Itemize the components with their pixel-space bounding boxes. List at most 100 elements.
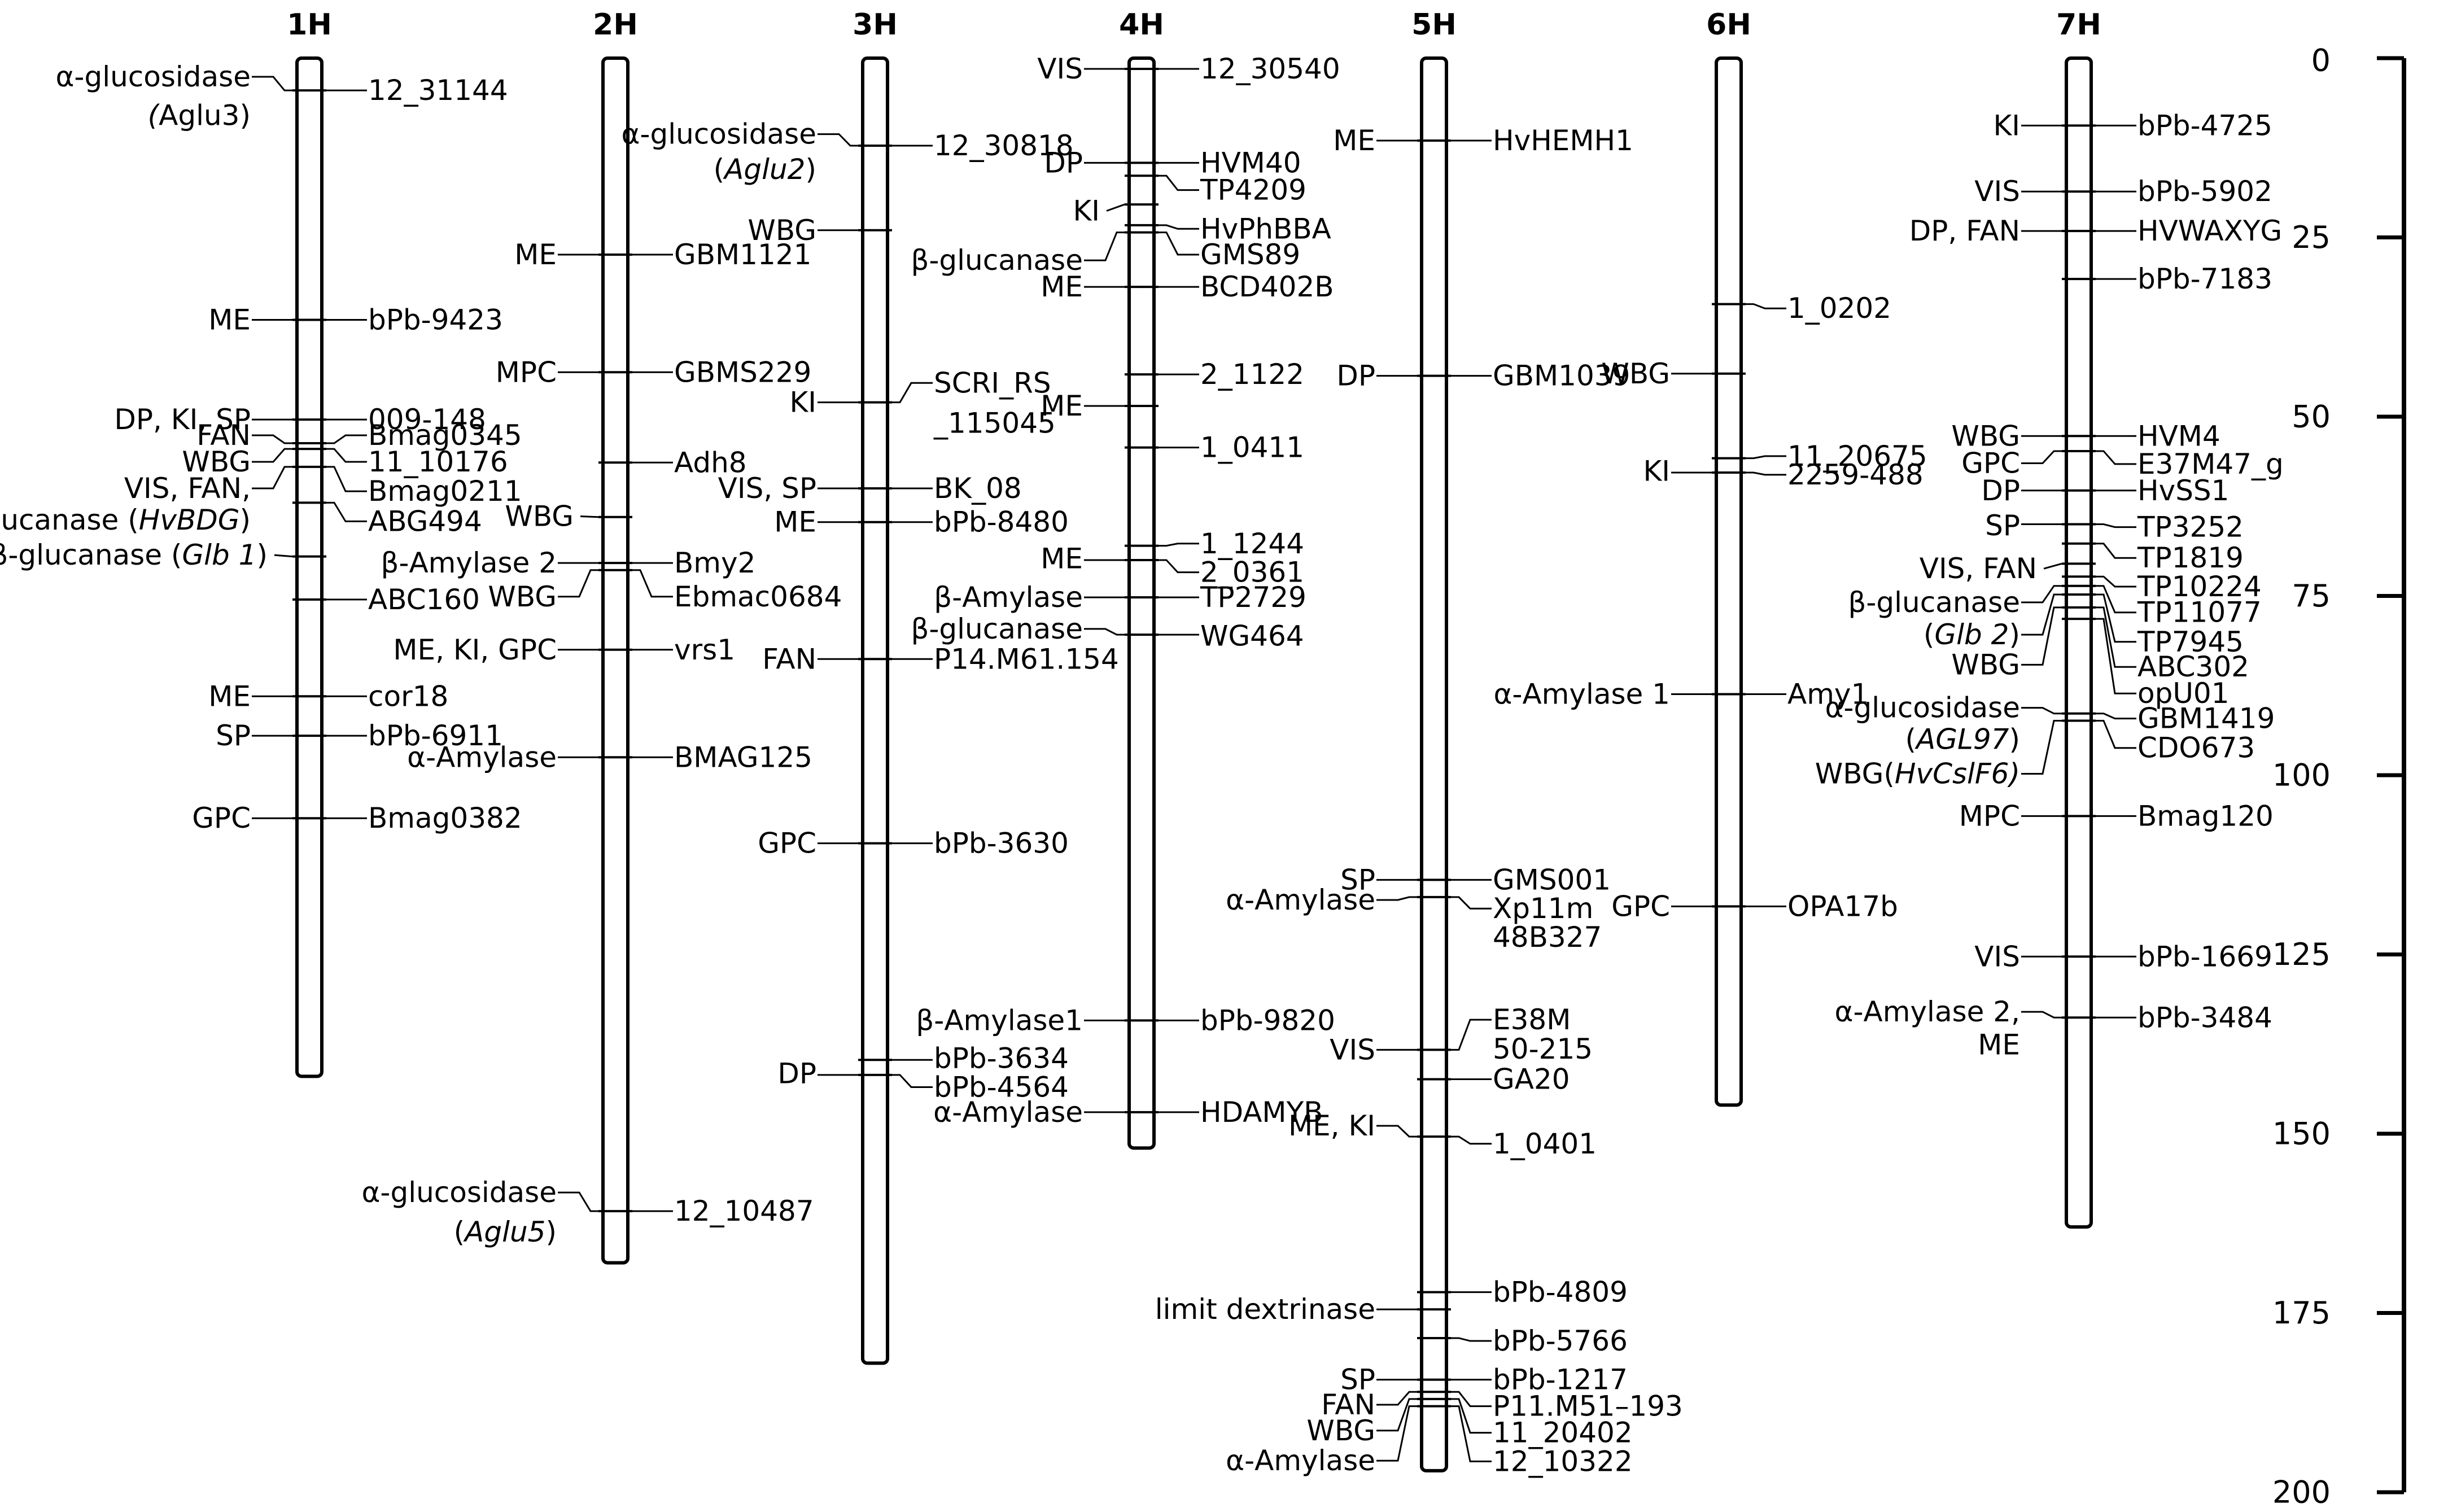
marker-label: 1_0401	[1493, 1128, 1597, 1160]
marker-bPb-5766: bPb-5766	[1417, 1325, 1628, 1357]
marker-label: 12_30818	[934, 129, 1074, 162]
marker-label: bPb-4809	[1493, 1276, 1628, 1309]
marker-label: bPb-4564	[934, 1070, 1069, 1103]
trait-label: WBG	[1951, 648, 2020, 681]
marker-bPb-7183: bPb-7183	[2062, 263, 2272, 295]
trait-label: GPC	[1611, 890, 1670, 923]
marker-label: Bmag0382	[368, 802, 522, 834]
marker-label: bPb-6911	[368, 719, 503, 752]
trait-leader	[1106, 203, 1125, 212]
trait-label: WBG(HvCslF6)	[1815, 757, 2020, 790]
trait-label: DP	[1336, 360, 1375, 392]
trait-label: GPC	[192, 802, 251, 834]
marker-label: CDO673	[2137, 732, 2255, 764]
marker-label: ABC302	[2137, 650, 2249, 683]
chromosome-4H: 4H12_30540VISHVM40DPTP4209KIHvPhBBAGMS89…	[911, 8, 1340, 1150]
scale-tick-label: 50	[2292, 399, 2331, 435]
marker-ABG494: ABG494	[292, 501, 482, 537]
chromosome-bar	[295, 56, 324, 1078]
trait-leader	[252, 434, 297, 444]
chromosome-bar	[1127, 56, 1156, 1150]
trait-label: α-glucosidase	[361, 1176, 557, 1209]
trait-leader	[2021, 719, 2066, 775]
trait-leader	[2043, 562, 2062, 570]
chromosome-group: 1H12_31144α-glucosidase(Aglu3)bPb-9423ME…	[0, 8, 2284, 1478]
marker-label: bPb-4725	[2137, 109, 2272, 142]
trait-label: (Aglu5)	[454, 1216, 557, 1248]
marker-label: bPb-1669	[2137, 940, 2272, 973]
chromosome-2H: 2HGBM1121MEGBMS229MPCAdh8WBGBmy2β-Amylas…	[361, 8, 842, 1265]
trait-label: ME, KI	[1288, 1109, 1375, 1142]
marker-leader	[1154, 224, 1199, 230]
trait-label: β-glucanase (HvBDG)	[0, 504, 251, 536]
scale-tick-label: 175	[2272, 1295, 2331, 1331]
trait-label: limit dextrinase	[1155, 1293, 1375, 1326]
marker-leader	[2091, 593, 2136, 643]
marker-opU01: opU01	[2062, 618, 2230, 710]
trait-label: KI	[1993, 109, 2020, 142]
chromosome-bar	[1420, 56, 1448, 1472]
chromosome-bar	[601, 56, 630, 1265]
trait-label: α-Amylase 2,	[1835, 995, 2020, 1028]
marker-leader	[1154, 174, 1199, 191]
marker-leader	[888, 1074, 933, 1088]
marker-label: BCD402B	[1200, 270, 1334, 303]
trait-leader	[252, 448, 297, 463]
trait-label: FAN	[1321, 1388, 1375, 1421]
marker-leader	[1446, 1405, 1492, 1462]
marker-leader	[888, 382, 933, 404]
marker-GA20: GA20	[1417, 1063, 1570, 1095]
trait-label: SP	[1985, 509, 2020, 542]
marker-label: 009-148	[368, 403, 486, 436]
marker-label: 12_10322	[1493, 1445, 1633, 1478]
marker-label: 1_0202	[1787, 292, 1891, 325]
trait-label: α-Amylase	[1226, 884, 1375, 916]
marker-leader	[2091, 713, 2136, 720]
trait-leader	[1376, 1405, 1422, 1462]
chromosome-title: 3H	[853, 8, 898, 42]
marker-leader	[2091, 585, 2136, 614]
trait-leader	[252, 76, 297, 91]
marker-label: 12_10487	[674, 1195, 814, 1227]
marker-label: GMS001	[1493, 863, 1611, 896]
marker-ABC160: ABC160	[292, 583, 480, 616]
marker-leader	[2091, 543, 2136, 559]
trait-label: ME	[208, 304, 251, 337]
marker-TP7945: TP7945(Glb 2)	[1924, 593, 2244, 658]
marker-label: Adh8	[674, 446, 747, 479]
trait-label: α-glucosidase	[1825, 692, 2020, 724]
marker-leader	[322, 466, 367, 492]
trait-label: SP	[1340, 1364, 1375, 1396]
marker-label: ABG494	[368, 505, 482, 537]
marker-bPb-1669: bPb-1669 VIS	[1974, 940, 2272, 973]
marker-label: opU01	[2137, 677, 2230, 710]
marker-leader	[1154, 231, 1199, 256]
trait-label: VIS	[1974, 940, 2020, 973]
scale-tick-label: 100	[2272, 758, 2331, 793]
marker-locus: KI	[1073, 195, 1159, 228]
marker-leader	[2091, 450, 2136, 465]
trait-label: MPC	[496, 356, 557, 388]
marker-leader	[1154, 543, 1199, 547]
trait-label: ME	[1041, 270, 1083, 303]
